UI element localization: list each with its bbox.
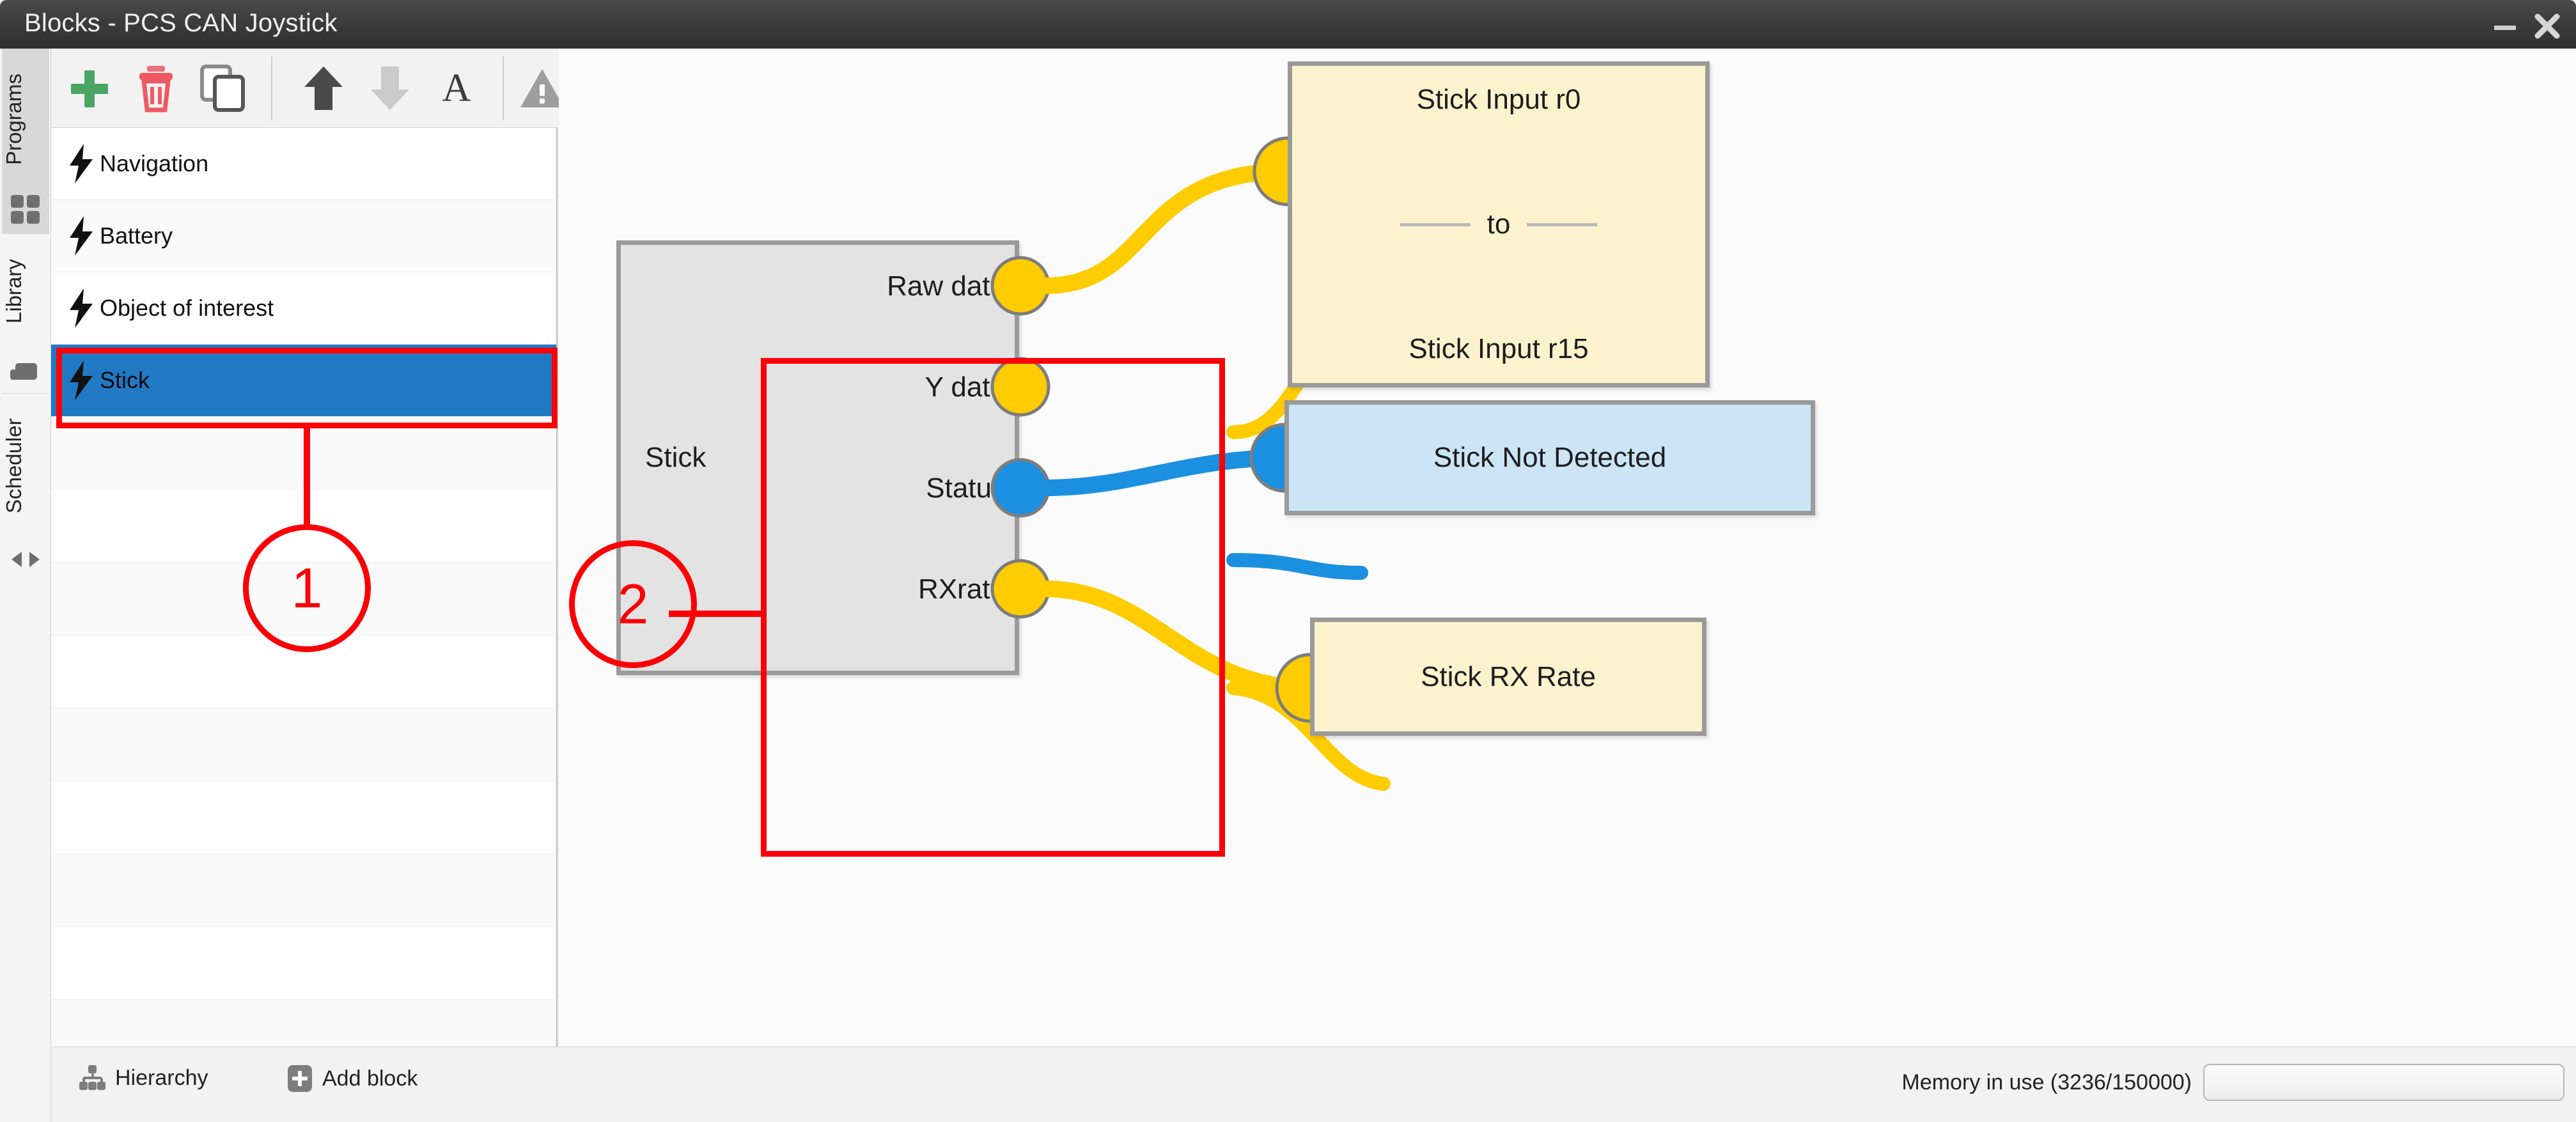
grid-icon [10,194,41,225]
rail-tab-library[interactable]: Library [2,234,49,394]
list-item-label: Object of interest [100,295,274,321]
dash-right [1527,222,1598,226]
left-rail: Programs Library Scheduler [0,49,51,1122]
minimize-button[interactable] [2490,12,2520,40]
trash-icon [139,66,173,113]
rail-tab-scheduler[interactable]: Scheduler [2,394,49,586]
add-block-icon [288,1065,312,1092]
list-item-object-of-interest[interactable]: Object of interest [51,272,556,345]
wire-to-stick-rx-rate [1036,580,1318,696]
status-bar: Hierarchy Add block Memory in use (3236/… [51,1047,2576,1118]
arrows-icon [10,544,41,575]
range-bottom-label: Stick Input r15 [1409,333,1589,364]
stick-not-detected-block[interactable]: Stick Not Detected [1284,400,1815,515]
list-empty-row [51,927,556,1000]
move-down-button[interactable] [363,61,417,115]
stick-block[interactable]: Stick Raw data Y data Status RXrate [616,240,1019,675]
stick-rx-rate-label: Stick RX Rate [1421,660,1596,692]
stick-input-range-block[interactable]: Stick Input r0 to Stick Input r15 [1288,61,1710,387]
arrow-up-icon [304,66,343,110]
range-top-label: Stick Input r0 [1416,84,1581,115]
bolt-icon [63,144,100,183]
rail-tab-scheduler-label: Scheduler [2,418,26,513]
range-middle: to [1292,208,1705,240]
list-empty-row [51,563,556,635]
rename-button[interactable]: A [430,61,483,115]
rail-tab-programs[interactable]: Programs [2,49,49,234]
wire-rxrate [1226,681,1391,791]
toolbar-divider-1 [271,56,272,120]
hierarchy-button[interactable]: Hierarchy [79,1065,208,1091]
bolt-icon [63,288,100,328]
program-list: Navigation Battery Object of interest St… [51,128,558,1073]
stick-rx-rate-block[interactable]: Stick RX Rate [1310,618,1706,736]
list-empty-row [51,417,556,490]
list-item-navigation[interactable]: Navigation [51,128,556,200]
wire-status [1226,553,1368,580]
hierarchy-icon [79,1065,105,1091]
list-item-label: Stick [100,367,150,393]
list-item-label: Navigation [100,150,209,176]
letter-a-icon: A [442,66,471,110]
bolt-icon [63,361,100,400]
bolt-icon [63,216,100,256]
arrow-down-icon [371,66,409,110]
list-item-stick[interactable]: Stick [51,345,556,417]
stick-block-name: Stick [645,442,706,473]
toolbar: A 0 [51,49,577,128]
memory-indicator: Memory in use (3236/150000) [1901,1064,2564,1101]
memory-label: Memory in use (3236/150000) [1901,1070,2192,1095]
close-button[interactable] [2533,12,2562,40]
add-block-button[interactable]: Add block [288,1065,418,1092]
hierarchy-label: Hierarchy [115,1065,208,1090]
list-item-battery[interactable]: Battery [51,200,556,272]
toolbar-divider-2 [503,56,504,120]
list-empty-row [51,708,556,781]
wire-to-stick-input-range [1036,163,1296,294]
move-up-button[interactable] [297,61,350,115]
rail-tab-programs-label: Programs [2,73,26,165]
dash-left [1400,222,1471,226]
list-item-label: Battery [100,222,173,249]
copy-button[interactable] [196,61,249,115]
delete-button[interactable] [129,61,183,115]
stick-not-detected-label: Stick Not Detected [1433,442,1667,473]
add-block-label: Add block [322,1066,418,1091]
block-canvas[interactable]: Stick Raw data Y data Status RXrate Stic… [559,49,2576,1047]
wire-to-stick-not-detected [1036,449,1293,496]
close-icon [2534,13,2560,39]
list-empty-row [51,490,556,563]
memory-progress-bar [2203,1064,2564,1101]
list-empty-row [51,781,556,854]
list-empty-row [51,635,556,708]
title-bar: Blocks - PCS CAN Joystick [0,0,2576,49]
port-label-raw-data: Raw data [887,270,1006,302]
add-button[interactable] [63,61,116,115]
window-title: Blocks - PCS CAN Joystick [24,9,338,37]
range-middle-label: to [1487,208,1511,240]
copy-icon [200,65,245,112]
rail-tab-library-label: Library [2,259,26,324]
list-empty-row [51,854,556,927]
plus-icon [63,61,116,115]
minimize-icon [2494,26,2516,30]
stick-block-ports[interactable] [559,49,2576,1047]
block-icon [10,355,41,386]
